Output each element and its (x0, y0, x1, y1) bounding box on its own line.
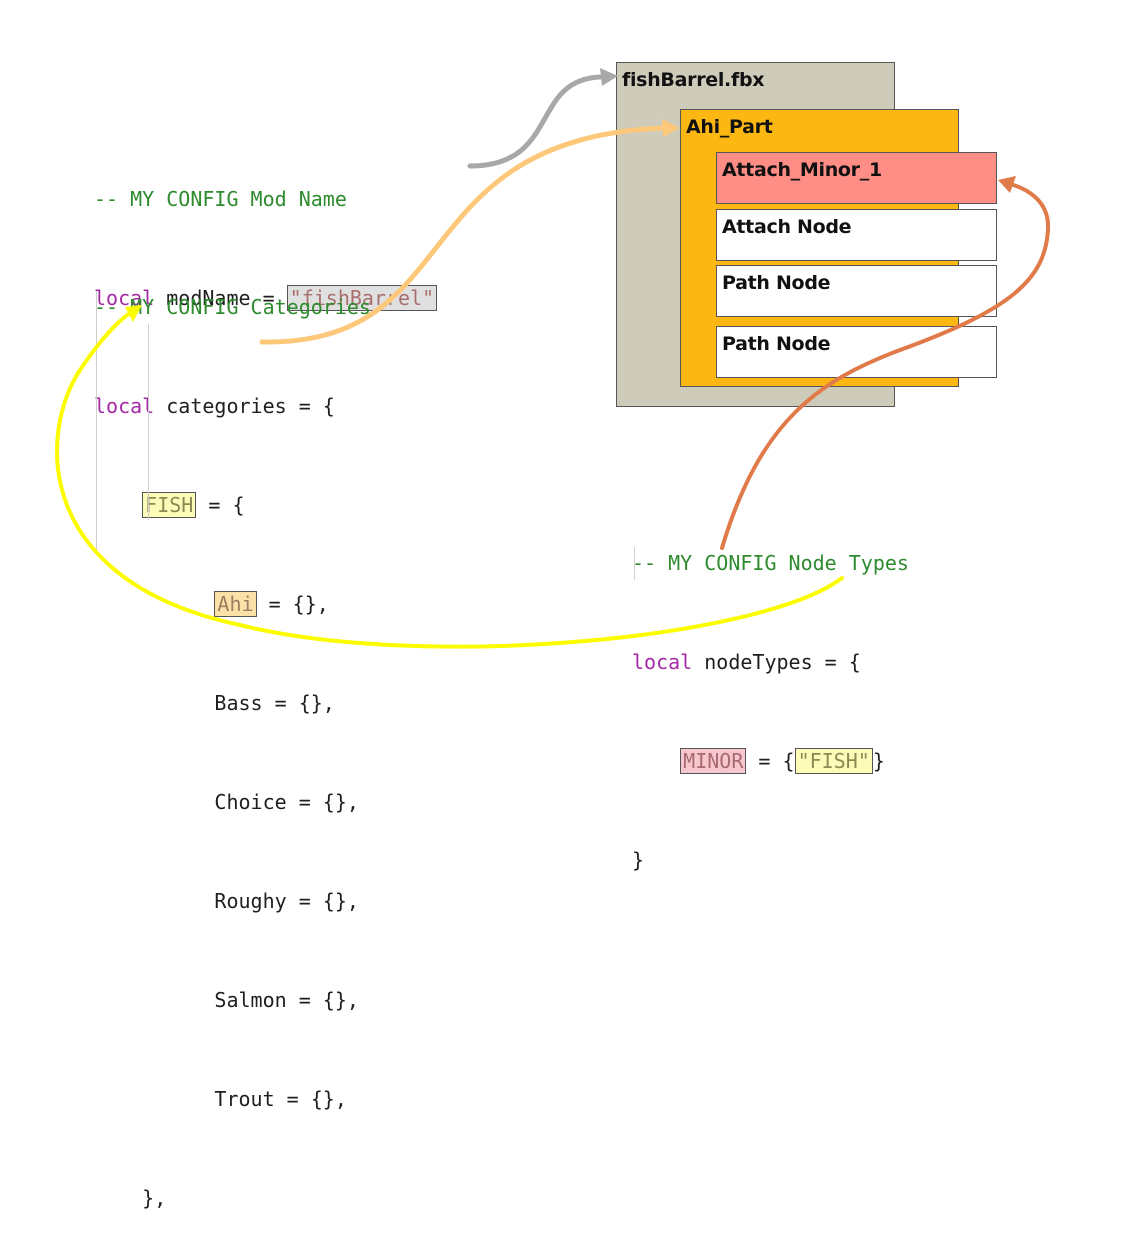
categories-assign: categories = { (154, 394, 335, 418)
ahi-assign: = {}, (256, 592, 329, 616)
indent-guide (634, 547, 635, 580)
node-types-comment: -- MY CONFIG Node Types (632, 551, 909, 575)
path-node: Path Node (716, 326, 997, 378)
category-item: Choice = {}, (214, 790, 359, 814)
indent-guide (96, 291, 97, 553)
node-label: Attach Node (722, 216, 852, 238)
indent-guide (148, 324, 149, 520)
path-node: Path Node (716, 265, 997, 317)
attach-minor-node: Attach_Minor_1 (716, 152, 997, 204)
minor-fish-value: "FISH" (794, 748, 873, 774)
fish-value-to-category-arrowhead (125, 305, 142, 322)
node-label: Path Node (722, 272, 831, 294)
modname-to-fbx-arrow (467, 74, 603, 169)
mod-name-value: "fishBarrel" (286, 285, 438, 311)
ahi-to-part-arrow (259, 125, 665, 345)
mod-name-keyword: local (94, 286, 155, 310)
category-item: Salmon = {}, (214, 988, 359, 1012)
fish-category-assign: = { (196, 493, 245, 517)
mod-name-code: -- MY CONFIG Mod Name local modName = "f… (94, 117, 438, 348)
mod-name-assign: modName = (154, 286, 287, 310)
node-label: Path Node (722, 333, 831, 355)
minor-to-attach-arrow (720, 182, 1051, 550)
node-types-keyword: local (632, 650, 693, 674)
minor-close: } (872, 749, 885, 773)
category-item: Trout = {}, (214, 1087, 347, 1111)
categories-keyword: local (94, 394, 155, 418)
node-types-close: } (632, 848, 645, 872)
node-types-assign: nodeTypes = { (692, 650, 861, 674)
mod-name-comment: -- MY CONFIG Mod Name (94, 187, 347, 211)
minor-key: MINOR (680, 748, 747, 774)
category-item: Roughy = {}, (214, 889, 359, 913)
categories-comment: -- MY CONFIG Categories (94, 295, 371, 319)
categories-inner-close: }, (142, 1186, 167, 1210)
ahi-key: Ahi (214, 591, 257, 617)
modname-to-fbx-arrowhead (600, 68, 618, 86)
category-item: Bass = {}, (214, 691, 335, 715)
minor-assign: = { (746, 749, 795, 773)
node-label: Attach_Minor_1 (722, 159, 882, 181)
attach-node: Attach Node (716, 209, 997, 261)
node-types-code: -- MY CONFIG Node Types local nodeTypes … (632, 481, 909, 910)
fish-value-to-category-arrow (55, 308, 844, 649)
ahi-part-label: Ahi_Part (686, 116, 773, 138)
minor-to-attach-arrowhead (998, 176, 1016, 193)
ahi-to-part-arrowhead (662, 119, 680, 137)
fbx-file-label: fishBarrel.fbx (622, 69, 765, 91)
fish-category-key: FISH (142, 492, 197, 518)
connector-arrows (55, 68, 1051, 649)
